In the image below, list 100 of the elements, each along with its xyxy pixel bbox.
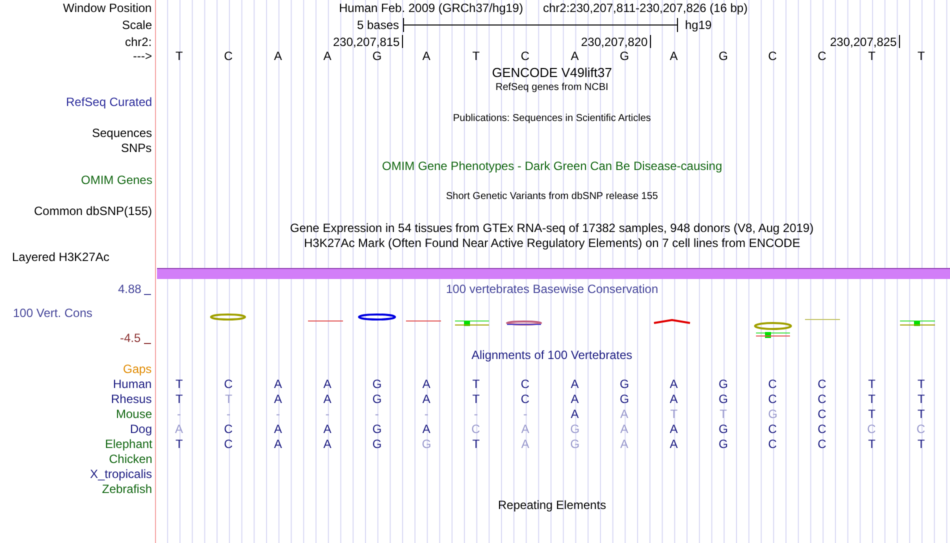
base-letter: A xyxy=(670,49,678,63)
aligned-base: A xyxy=(670,437,678,451)
track-title: 100 vertebrates Basewise Conservation xyxy=(446,282,658,296)
track-title: Repeating Elements xyxy=(498,498,606,512)
aligned-base: - xyxy=(177,407,181,421)
track-label: Layered H3K27Ac xyxy=(12,250,110,264)
aligned-base: A xyxy=(274,377,282,391)
aligned-base: - xyxy=(424,407,428,421)
aligned-base: T xyxy=(176,377,183,391)
species-label: Human xyxy=(113,377,152,391)
aligned-base: A xyxy=(620,407,628,421)
aligned-base: A xyxy=(323,437,332,451)
aligned-base: G xyxy=(570,422,580,436)
coordinate-text: 230,207,825 xyxy=(830,35,897,49)
position-text: chr2:230,207,811-230,207,826 (16 bp) xyxy=(543,1,748,15)
aligned-base: T xyxy=(918,437,925,451)
aligned-base: C xyxy=(224,377,233,391)
aligned-base: A xyxy=(670,422,678,436)
aligned-base: C xyxy=(768,437,777,451)
aligned-base: T xyxy=(868,377,876,391)
aligned-base: C xyxy=(768,377,777,391)
track-title: Publications: Sequences in Scientific Articles xyxy=(453,112,651,126)
track-title: H3K27Ac Mark (Often Found Near Active Regulatory Elements) on 7 cell lines from ENCODE xyxy=(304,236,800,250)
aligned-base: T xyxy=(670,407,678,421)
aligned-base: T xyxy=(176,437,183,451)
aligned-base: T xyxy=(720,407,727,421)
aligned-base: C xyxy=(818,437,826,451)
base-letter: A xyxy=(274,49,282,63)
assembly-text: Human Feb. 2009 (GRCh37/hg19) xyxy=(339,1,524,15)
base-letter: C xyxy=(818,49,826,63)
aligned-base: A xyxy=(323,392,332,406)
track-label: SNPs xyxy=(121,141,152,155)
aligned-base: G xyxy=(372,392,382,406)
base-letter: G xyxy=(372,49,382,63)
track-label: Scale xyxy=(122,18,152,32)
aligned-base: G xyxy=(422,437,432,451)
aligned-base: G xyxy=(718,437,728,451)
scale-text: hg19 xyxy=(685,18,712,32)
species-label: Dog xyxy=(130,422,152,436)
aligned-base: T xyxy=(176,392,183,406)
aligned-base: C xyxy=(818,422,826,436)
track-label: chr2: xyxy=(125,35,152,49)
base-letter: A xyxy=(422,49,430,63)
aligned-base: C xyxy=(224,422,233,436)
species-label: Chicken xyxy=(109,452,152,466)
aligned-base: A xyxy=(521,437,530,451)
species-label: Rhesus xyxy=(111,392,152,406)
base-letter: A xyxy=(323,49,332,63)
track-title: OMIM Gene Phenotypes - Dark Green Can Be Disease-causing xyxy=(382,159,722,173)
track-label: Gaps xyxy=(123,362,152,376)
aligned-base: A xyxy=(570,392,579,406)
aligned-base: G xyxy=(718,422,728,436)
aligned-base: C xyxy=(916,422,926,436)
aligned-base: - xyxy=(226,407,230,421)
base-letter: T xyxy=(176,49,183,63)
aligned-base: A xyxy=(323,422,332,436)
track-label: Window Position xyxy=(63,1,152,15)
aligned-base: T xyxy=(868,437,876,451)
aligned-base: - xyxy=(276,407,280,421)
coordinate-text: 230,207,815 xyxy=(333,35,400,49)
aligned-base: C xyxy=(768,422,777,436)
species-label: Elephant xyxy=(105,437,152,451)
aligned-base: T xyxy=(918,377,925,391)
aligned-base: T xyxy=(868,392,876,406)
track-title: GENCODE V49lift37 xyxy=(492,66,612,80)
base-letter: G xyxy=(718,49,728,63)
aligned-base: C xyxy=(818,377,826,391)
aligned-base: C xyxy=(224,437,233,451)
base-letter: T xyxy=(868,49,876,63)
track-label: Common dbSNP(155) xyxy=(34,204,152,218)
aligned-base: - xyxy=(374,407,379,421)
axis-value: -4.5 xyxy=(120,331,141,345)
aligned-base: C xyxy=(867,422,876,436)
track-title: Short Genetic Variants from dbSNP release 155 xyxy=(446,190,658,204)
aligned-base: C xyxy=(768,392,777,406)
coordinate-text: 230,207,820 xyxy=(581,35,648,49)
aligned-base: A xyxy=(670,392,678,406)
species-label: X_tropicalis xyxy=(90,467,152,481)
aligned-base: G xyxy=(620,392,630,406)
aligned-base: A xyxy=(422,377,430,391)
aligned-base: G xyxy=(372,437,382,451)
aligned-base: A xyxy=(422,392,430,406)
aligned-base: T xyxy=(472,437,480,451)
track-title: Alignments of 100 Vertebrates xyxy=(472,348,632,362)
aligned-base: A xyxy=(670,377,678,391)
base-letter: C xyxy=(768,49,777,63)
aligned-base: T xyxy=(472,392,480,406)
aligned-base: A xyxy=(175,422,184,436)
aligned-base: G xyxy=(768,407,778,421)
species-label: Mouse xyxy=(116,407,152,421)
aligned-base: C xyxy=(520,392,530,406)
aligned-base: T xyxy=(918,407,925,421)
aligned-base: A xyxy=(274,422,282,436)
aligned-base: A xyxy=(570,377,579,391)
aligned-base: - xyxy=(474,407,478,421)
strand-label: ---> xyxy=(133,49,152,63)
aligned-base: T xyxy=(918,392,925,406)
base-letter: C xyxy=(520,49,530,63)
aligned-base: A xyxy=(323,377,332,391)
aligned-base: G xyxy=(372,377,382,391)
